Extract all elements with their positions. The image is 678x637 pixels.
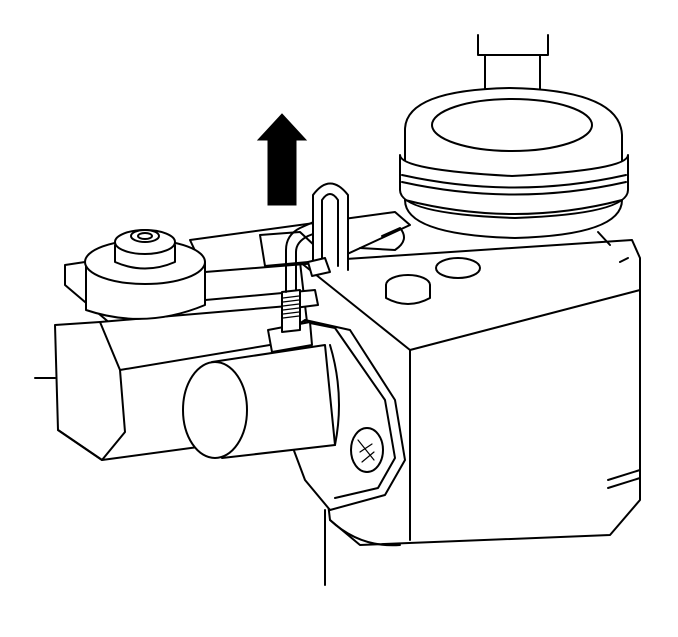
bolt-head [84, 229, 206, 320]
pull-direction-arrow-icon [256, 113, 308, 206]
shift-lever-boot [359, 34, 629, 251]
detent-plug [385, 257, 481, 305]
retaining-clip [267, 182, 349, 353]
flange-screw [350, 427, 384, 473]
detent-plunger-sleeve [182, 344, 340, 459]
